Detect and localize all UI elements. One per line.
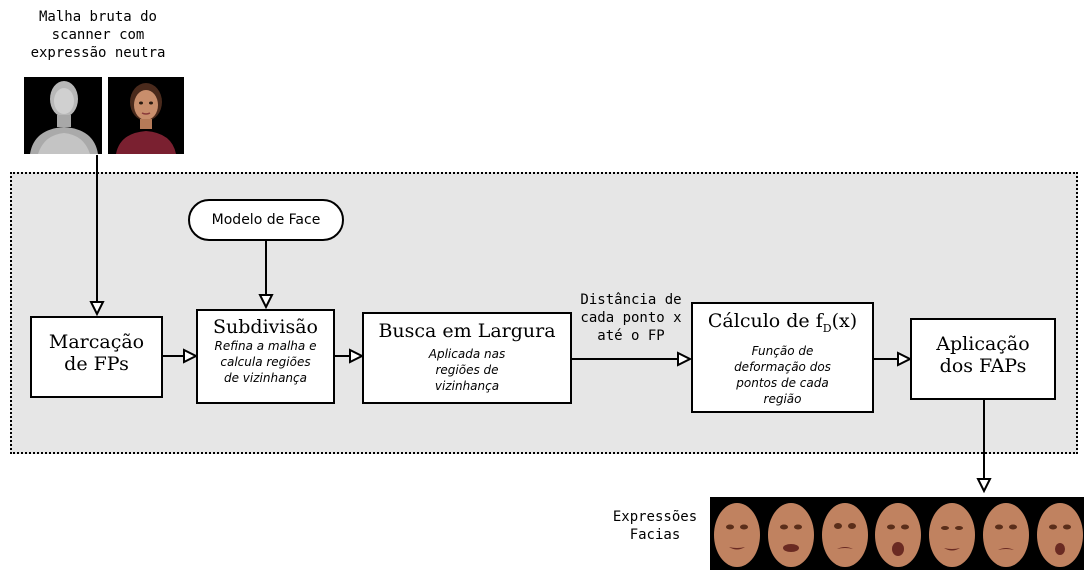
subdivisao-title: Subdivisão <box>213 316 318 338</box>
arrowhead-subdivisao-left <box>183 348 199 364</box>
arrowhead-output <box>976 478 992 494</box>
scanner-mesh-image <box>24 77 102 154</box>
subdivisao-box: Subdivisão Refina a malha e calcula regi… <box>196 309 335 404</box>
aplicacao-box: Aplicação dos FAPs <box>910 318 1056 400</box>
input-caption: Malha bruta do scanner com expressão neu… <box>30 9 166 61</box>
arrowhead-aplicacao <box>897 351 913 367</box>
arrowhead-calculo <box>677 351 693 367</box>
face-model-node: Modelo de Face <box>188 199 344 241</box>
busca-box: Busca em Largura Aplicada nas regiões de… <box>362 312 572 404</box>
arrowhead-busca <box>349 348 365 364</box>
marcacao-box: Marcação de FPs <box>30 316 163 398</box>
scanner-texture-image <box>108 77 184 154</box>
face-model-label: Modelo de Face <box>211 212 321 228</box>
output-caption: Expressões Facias <box>612 509 698 543</box>
distance-edge-label: Distância de cada ponto x até o FP <box>580 292 682 344</box>
calculo-box: Cálculo de fD(x) Função de deformação do… <box>691 302 874 413</box>
facial-expressions-image <box>710 497 1084 570</box>
arrowhead-marcacao <box>89 301 105 317</box>
calculo-title: Cálculo de fD(x) <box>707 310 858 335</box>
busca-title: Busca em Largura <box>378 320 556 342</box>
arrowhead-subdivisao-top <box>258 294 274 310</box>
